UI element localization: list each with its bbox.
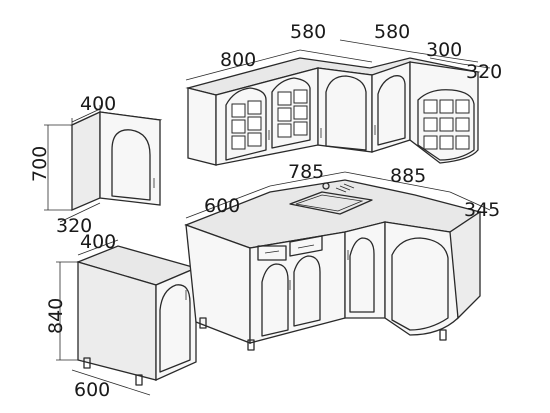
wall-cabinet-dimensions — [44, 105, 101, 223]
label-300: 300 — [426, 39, 462, 61]
wall-cabinet-separate — [69, 110, 163, 211]
base-dimensions — [185, 171, 491, 219]
label-400-base: 400 — [80, 231, 116, 253]
sink — [289, 182, 373, 215]
end-glass-unit — [417, 89, 475, 161]
label-320-top: 320 — [466, 61, 502, 83]
label-840: 840 — [45, 298, 67, 334]
base-cabinet-dimensions — [56, 239, 151, 396]
label-580-b: 580 — [374, 21, 410, 43]
glass-door-right — [271, 77, 311, 149]
upper-cabinets — [185, 57, 481, 166]
label-600-base: 600 — [74, 379, 110, 401]
label-700: 700 — [29, 146, 51, 182]
base-cabinet-separate — [76, 245, 198, 386]
label-320-wall: 320 — [56, 215, 92, 237]
upper-dimensions — [185, 39, 491, 81]
dimension-labels: 800 580 580 300 320 400 700 320 785 885 … — [29, 21, 502, 401]
glass-door-left — [225, 87, 267, 161]
label-600-counter: 600 — [204, 195, 240, 217]
label-785: 785 — [288, 161, 324, 183]
label-885: 885 — [390, 165, 426, 187]
label-400-wall: 400 — [80, 93, 116, 115]
base-kitchen-units — [184, 179, 482, 351]
label-800: 800 — [220, 49, 256, 71]
label-345: 345 — [464, 199, 500, 221]
label-580-a: 580 — [290, 21, 326, 43]
